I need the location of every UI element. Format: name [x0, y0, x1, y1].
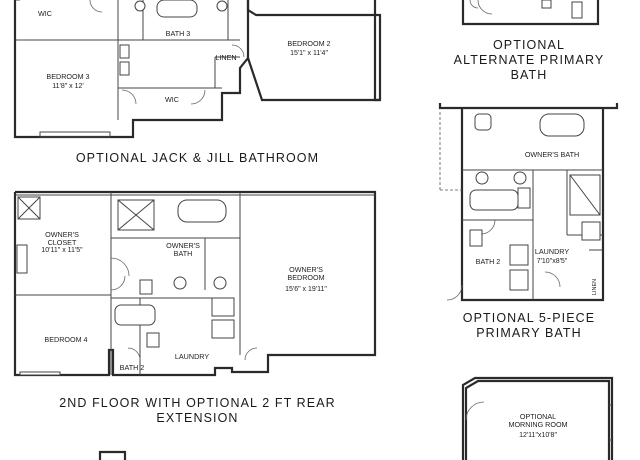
second-floor-plan [13, 190, 377, 377]
jj-bedroom3-dim: 11'8" x 12' [52, 83, 84, 90]
sf-bedroom4-label: BEDROOM 4 [44, 335, 87, 344]
sf-laundry-label: LAUNDRY [175, 352, 209, 361]
sf-owners-bedroom-dim: 15'6" x 19'11" [285, 286, 327, 293]
alternate-primary-bath-caption: OPTIONAL ALTERNATE PRIMARY BATH [453, 38, 605, 82]
jj-bedroom3-label: BEDROOM 3 [46, 72, 89, 81]
jack-and-jill-caption: OPTIONAL JACK & JILL BATHROOM [75, 151, 320, 165]
fp-laundry-label: LAUNDRY [535, 247, 569, 256]
jj-bedroom2-label: BEDROOM 2 [287, 39, 330, 48]
sf-bath2-label: BATH 2 [120, 363, 145, 372]
fp-owners-bath-label: OWNER'S BATH [525, 150, 579, 159]
bottom-partial-plan [98, 450, 127, 460]
alternate-primary-bath-plan [461, 0, 600, 26]
fp-bath2-label: BATH 2 [476, 257, 501, 266]
morning-room-plan [461, 376, 614, 460]
five-piece-bath-plan [438, 103, 619, 302]
jj-wic-top-label: WIC [38, 9, 52, 18]
sf-owners-closet-dim: 10'11" x 11'5" [41, 247, 83, 254]
fp-laundry-dim: 7'10"x8'5" [537, 258, 568, 265]
jack-and-jill-plan [13, 0, 382, 139]
jj-linen-label: LINEN [215, 53, 236, 62]
five-piece-caption: OPTIONAL 5-PIECE PRIMARY BATH [462, 311, 596, 340]
jj-bath3-label: BATH 3 [166, 29, 191, 38]
morning-room-dim: 12'11"x10'8" [519, 432, 557, 439]
fp-linen-label: LINEN [592, 279, 598, 295]
second-floor-caption: 2ND FLOOR WITH OPTIONAL 2 FT REAR EXTENS… [59, 396, 336, 425]
jj-wic-lower-label: WIC [165, 95, 179, 104]
jj-bedroom2-dim: 15'1" x 11'4" [290, 50, 328, 57]
